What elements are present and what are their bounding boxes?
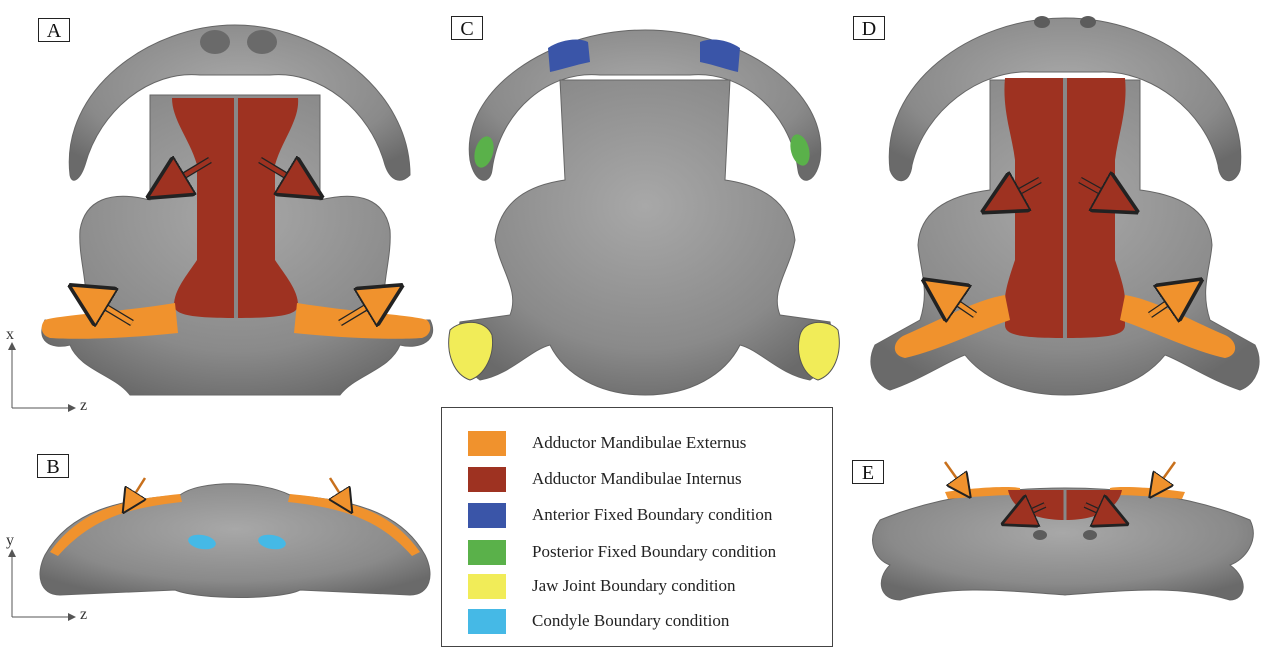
legend-item-anterior-fixed: Anterior Fixed Boundary condition <box>468 501 772 529</box>
panel-e-foramen-right <box>1083 530 1097 540</box>
legend-swatch-anterior-fixed <box>468 503 506 528</box>
panel-label-e: E <box>852 460 884 484</box>
panel-b-body <box>40 484 430 598</box>
axis-top <box>12 346 72 408</box>
legend-item-externus: Adductor Mandibulae Externus <box>468 429 746 457</box>
axis-top-vertical-label: x <box>6 326 14 344</box>
legend-label-anterior-fixed: Anterior Fixed Boundary condition <box>532 505 772 525</box>
panel-a-skull <box>42 25 433 395</box>
panel-b-skull <box>40 478 430 598</box>
legend-label-condyle: Condyle Boundary condition <box>532 611 729 631</box>
legend-item-posterior-fixed: Posterior Fixed Boundary condition <box>468 538 776 566</box>
legend-swatch-condyle <box>468 609 506 634</box>
axis-bottom-vertical-label: y <box>6 532 14 550</box>
panel-e-arrow-externus-right <box>1155 462 1175 490</box>
panel-e-foramen-left <box>1033 530 1047 540</box>
legend-label-internus: Adductor Mandibulae Internus <box>532 469 742 489</box>
legend-item-jaw-joint: Jaw Joint Boundary condition <box>468 572 736 600</box>
panel-c-skull <box>449 30 840 395</box>
legend-swatch-externus <box>468 431 506 456</box>
legend-item-internus: Adductor Mandibulae Internus <box>468 465 742 493</box>
legend-label-jaw-joint: Jaw Joint Boundary condition <box>532 576 736 596</box>
legend-item-condyle: Condyle Boundary condition <box>468 607 729 635</box>
panel-a-orbit-right <box>247 30 277 54</box>
panel-a-orbit-left <box>200 30 230 54</box>
panel-label-b: B <box>37 454 69 478</box>
legend-swatch-posterior-fixed <box>468 540 506 565</box>
panel-e-arrow-externus-left <box>945 462 965 490</box>
legend-label-externus: Adductor Mandibulae Externus <box>532 433 746 453</box>
legend: Adductor Mandibulae Externus Adductor Ma… <box>441 407 833 647</box>
axis-top-horizontal-label: z <box>80 397 87 415</box>
axis-bottom-horizontal-label: z <box>80 606 87 624</box>
panel-d-foramen-left <box>1034 16 1050 28</box>
panel-e-skull <box>873 462 1254 600</box>
panel-c-body <box>459 80 832 395</box>
panel-label-a: A <box>38 18 70 42</box>
panel-d-skull <box>871 16 1259 395</box>
legend-label-posterior-fixed: Posterior Fixed Boundary condition <box>532 542 776 562</box>
legend-swatch-jaw-joint <box>468 574 506 599</box>
legend-swatch-internus <box>468 467 506 492</box>
panel-label-d: D <box>853 16 885 40</box>
panel-d-foramen-right <box>1080 16 1096 28</box>
panel-label-c: C <box>451 16 483 40</box>
